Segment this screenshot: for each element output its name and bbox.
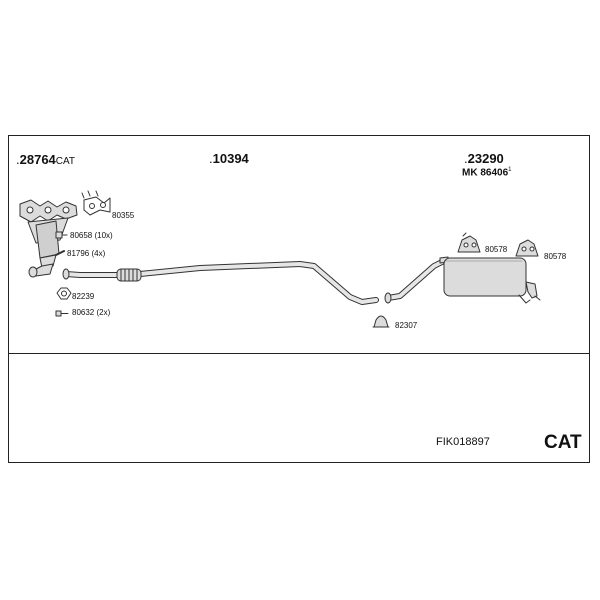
callout-rubber-mount-left: 80578	[485, 245, 508, 254]
rubber-mount-left-icon	[457, 232, 481, 253]
mounting-kit-mark: 1	[508, 167, 512, 173]
part-number-front-pipe: 10394	[212, 151, 249, 166]
callout-gasket-ring: 82239	[72, 292, 95, 301]
kit-code: FIK018897	[436, 436, 490, 448]
bolt-2-icon	[55, 310, 69, 317]
callout-bolts-2: 80632 (2x)	[72, 308, 111, 317]
part-number-catalytic: 28764	[19, 152, 56, 167]
mounting-kit-label: MK 864061	[462, 167, 512, 178]
bolt-icon	[55, 231, 68, 239]
callout-studs: 81796 (4x)	[67, 249, 106, 258]
rear-silencer-part	[384, 256, 541, 304]
diagram-frame	[8, 135, 590, 463]
callout-bolts: 80658 (10x)	[70, 231, 113, 240]
front-pipe-part	[62, 261, 379, 305]
stud-icon	[55, 250, 65, 256]
catalytic-manifold-part	[19, 199, 78, 278]
callout-rubber-mount-right: 80578	[544, 252, 567, 261]
mounting-kit-prefix: MK	[462, 167, 478, 179]
callout-clamp: 82307	[395, 321, 418, 330]
mounting-kit-number: 86406	[480, 167, 509, 179]
part-label-front-pipe: .10394	[209, 151, 249, 166]
part-label-catalytic: .28764CAT	[16, 152, 76, 167]
section-divider	[8, 353, 590, 354]
part-label-rear-silencer: .23290	[464, 151, 504, 166]
kit-type-cat: CAT	[544, 432, 582, 453]
clamp-icon	[372, 315, 390, 328]
callout-gasket-set: 80355	[112, 211, 135, 220]
part-suffix-cat: CAT	[55, 156, 76, 167]
gasket-set-icon	[81, 190, 111, 216]
gasket-ring-icon	[56, 287, 72, 300]
part-number-rear-silencer: 23290	[467, 151, 504, 166]
rubber-mount-right-icon	[515, 239, 539, 257]
